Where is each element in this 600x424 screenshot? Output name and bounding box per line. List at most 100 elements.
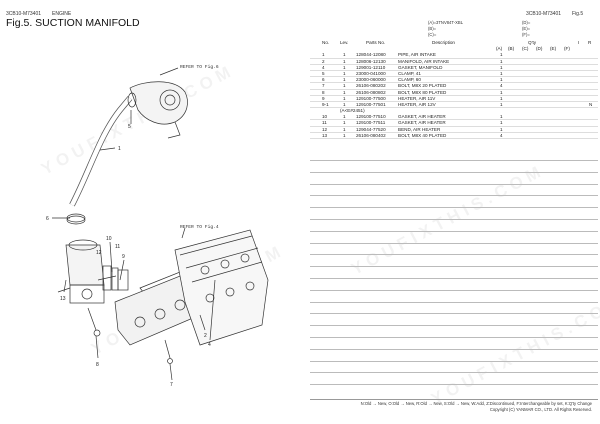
callout: 9 [122,254,125,260]
table-row: 2 1 128006-12130 MANIFOLD, AIR INTAKE 1 [310,59,598,65]
row-qty: 1 [500,120,503,126]
row-lev: 1 [343,132,346,138]
qty-col-c: (C) [522,46,529,52]
col-part: Parts No. [366,40,386,45]
blank-row-line [310,266,598,268]
row-desc: BOLT, M8X 20 PLATED [398,83,447,89]
blank-row-line [310,301,598,303]
row-desc: PIPE, AIR INTAKE [398,52,436,58]
row-no: 12 [322,126,328,132]
row-desc: GASKET, AIR HEATER [398,114,446,120]
copyright: Copyright (C) YANMAR CO., LTD. All Right… [489,407,592,412]
page-title: Fig.5. SUCTION MANIFOLD [6,17,140,29]
row-no: 2 [322,58,325,64]
parts-table: No. Lev. Parts No. Description Q'ty I R … [310,40,598,139]
row-lev: 1 [343,95,346,101]
col-lev: Lev. [340,40,349,45]
blank-row-line [310,195,598,197]
row-desc: BOLT, M8X 40 PLATED [398,132,447,138]
callout: 1 [118,146,121,152]
model-code-right: 3CB10-M73401 [526,11,562,17]
fig-ref: Fig.5 [572,11,584,17]
watermark: YOUFIXTHIS.COM [347,160,548,279]
row-qty: 1 [500,70,503,76]
callout: 7 [170,382,173,388]
row-qty: 1 [500,126,503,132]
table-header: No. Lev. Parts No. Description Q'ty I R [310,40,598,46]
model-code: 3CB10-M73401 [6,11,42,17]
qty-col-d: (D) [536,46,543,52]
blank-row-line [310,384,598,386]
row-lev: 1 [343,101,346,107]
row-desc: BOLT, M8X 80 PLATED [398,89,447,95]
row-desc: CLAMP, 41 [398,70,421,76]
variant-a: (A)=3TNV84T-XBL [428,20,464,25]
row-qty: 1 [500,95,503,101]
row-lev: 1 [343,52,346,58]
row-qty: 1 [500,64,503,70]
row-qty: 1 [500,101,503,107]
blank-row-line [310,183,598,185]
row-part: 26106-080802 [356,89,386,95]
row-part: 129100-77511 [356,120,386,126]
blank-row-line [310,337,598,338]
row-desc: MANIFOLD, AIR INTAKE [398,58,450,64]
row-lev: 1 [343,126,346,132]
section-label: ENGINE [52,11,72,17]
row-desc: BEND, AIR HEATER [398,126,441,132]
row-no: 11 [322,120,327,126]
callout: 11 [115,244,120,250]
callout: 12 [96,250,102,256]
blank-row-line [310,360,598,362]
col-qty: Q'ty [528,40,537,45]
row-qty: 1 [500,52,503,58]
row-qty: 4 [500,132,503,138]
blank-row-line [310,278,598,279]
watermark: YOUFIXTHIS.COM [427,290,600,409]
row-part: 129044-77520 [356,126,386,132]
row-part: 128006-12130 [356,58,386,64]
table-row: 12 1 129044-77520 BEND, AIR HEATER 1 [310,127,598,133]
blank-row-line [310,254,598,256]
row-no: 7 [322,83,325,89]
blank-row-line [310,348,598,350]
row-part: 129100-77510 [356,114,386,120]
col-i: I [578,40,580,45]
row-lev: 1 [343,58,346,64]
row-part: 129100-77501 [356,101,386,107]
callout: 5 [128,124,131,130]
variant-c: (C)= [428,32,437,37]
col-desc: Description [432,40,455,45]
variant-b: (B)= [428,26,437,31]
row-no: 8 [322,89,325,95]
callout: 6 [46,216,49,222]
callout: 13 [60,296,66,302]
row-qty: 1 [500,58,503,64]
refer-label: REFER TO Fig.6 [180,64,219,70]
row-no: 9-1 [322,101,329,107]
callout: 8 [96,362,99,368]
row-lev: 1 [343,70,346,76]
row-desc: GASKET, AIR HEATER [398,120,446,126]
row-qty: 4 [500,83,503,89]
row-lev: 1 [343,89,346,95]
blank-row-line [310,372,598,374]
variant-f: (F)= [522,32,530,37]
row-desc: HEATER, AIR 12V [398,101,436,107]
row-no: 9 [322,95,325,101]
blank-row-line [310,325,598,327]
qty-col-f: (F) [564,46,570,52]
row-part: 26106-080202 [356,83,386,89]
row-no: 13 [322,132,328,138]
blank-row-line [310,230,598,232]
row-lev: 1 [343,114,346,120]
